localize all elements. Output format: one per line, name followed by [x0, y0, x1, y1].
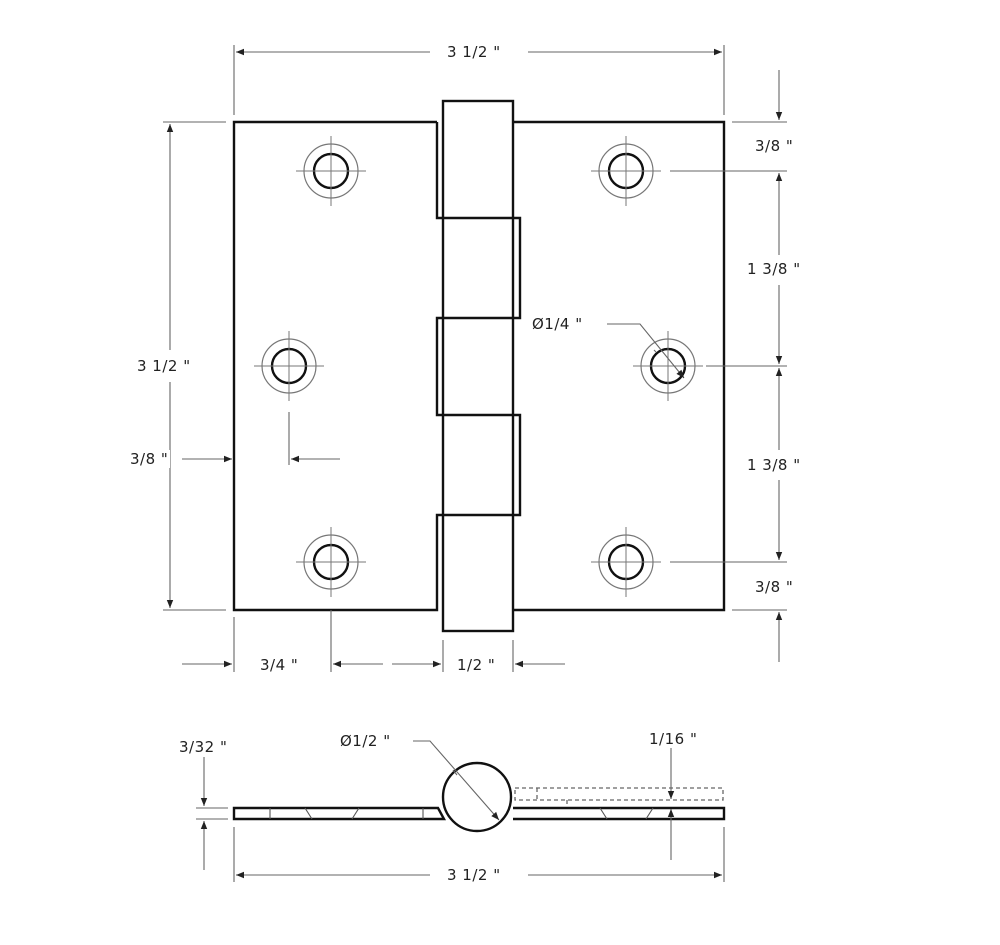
dim-hole-diameter-label: Ø1/4 "	[530, 315, 585, 333]
dim-side-overall-width-label: 3 1/2 "	[445, 866, 503, 884]
front-view	[232, 99, 726, 633]
screw-hole-bottom-right	[591, 527, 661, 597]
dim-leaf-thickness-label: 3/32 "	[177, 738, 230, 756]
knuckle-barrel	[441, 99, 515, 633]
screw-hole-top-left	[296, 136, 366, 206]
screw-hole-top-right	[591, 136, 661, 206]
dim-top-edge-to-hole-label: 3/8 "	[753, 137, 796, 155]
side-view	[196, 740, 726, 882]
screw-hole-mid-left	[254, 331, 324, 401]
dim-hole-spacing-lower-label: 1 3/8 "	[745, 456, 803, 474]
dim-pin-diameter-label: Ø1/2 "	[338, 732, 393, 750]
dim-overall-height-label: 3 1/2 "	[135, 357, 193, 375]
front-dimensions	[163, 45, 787, 672]
screw-hole-mid-right	[633, 331, 703, 401]
screw-hole-bottom-left	[296, 527, 366, 597]
pin-barrel	[441, 761, 513, 833]
dim-edge-to-hole-horizontal-label: 3/4 "	[258, 656, 301, 674]
dim-bottom-edge-to-hole-label: 3/8 "	[753, 578, 796, 596]
dim-hole-spacing-upper-label: 1 3/8 "	[745, 260, 803, 278]
dim-overall-width-label: 3 1/2 "	[445, 43, 503, 61]
dim-leaf-gap-label: 1/16 "	[647, 730, 700, 748]
dim-side-edge-to-hole-label: 3/8 "	[128, 450, 171, 468]
left-leaf-outline	[232, 120, 443, 612]
dim-knuckle-width-label: 1/2 "	[455, 656, 498, 674]
